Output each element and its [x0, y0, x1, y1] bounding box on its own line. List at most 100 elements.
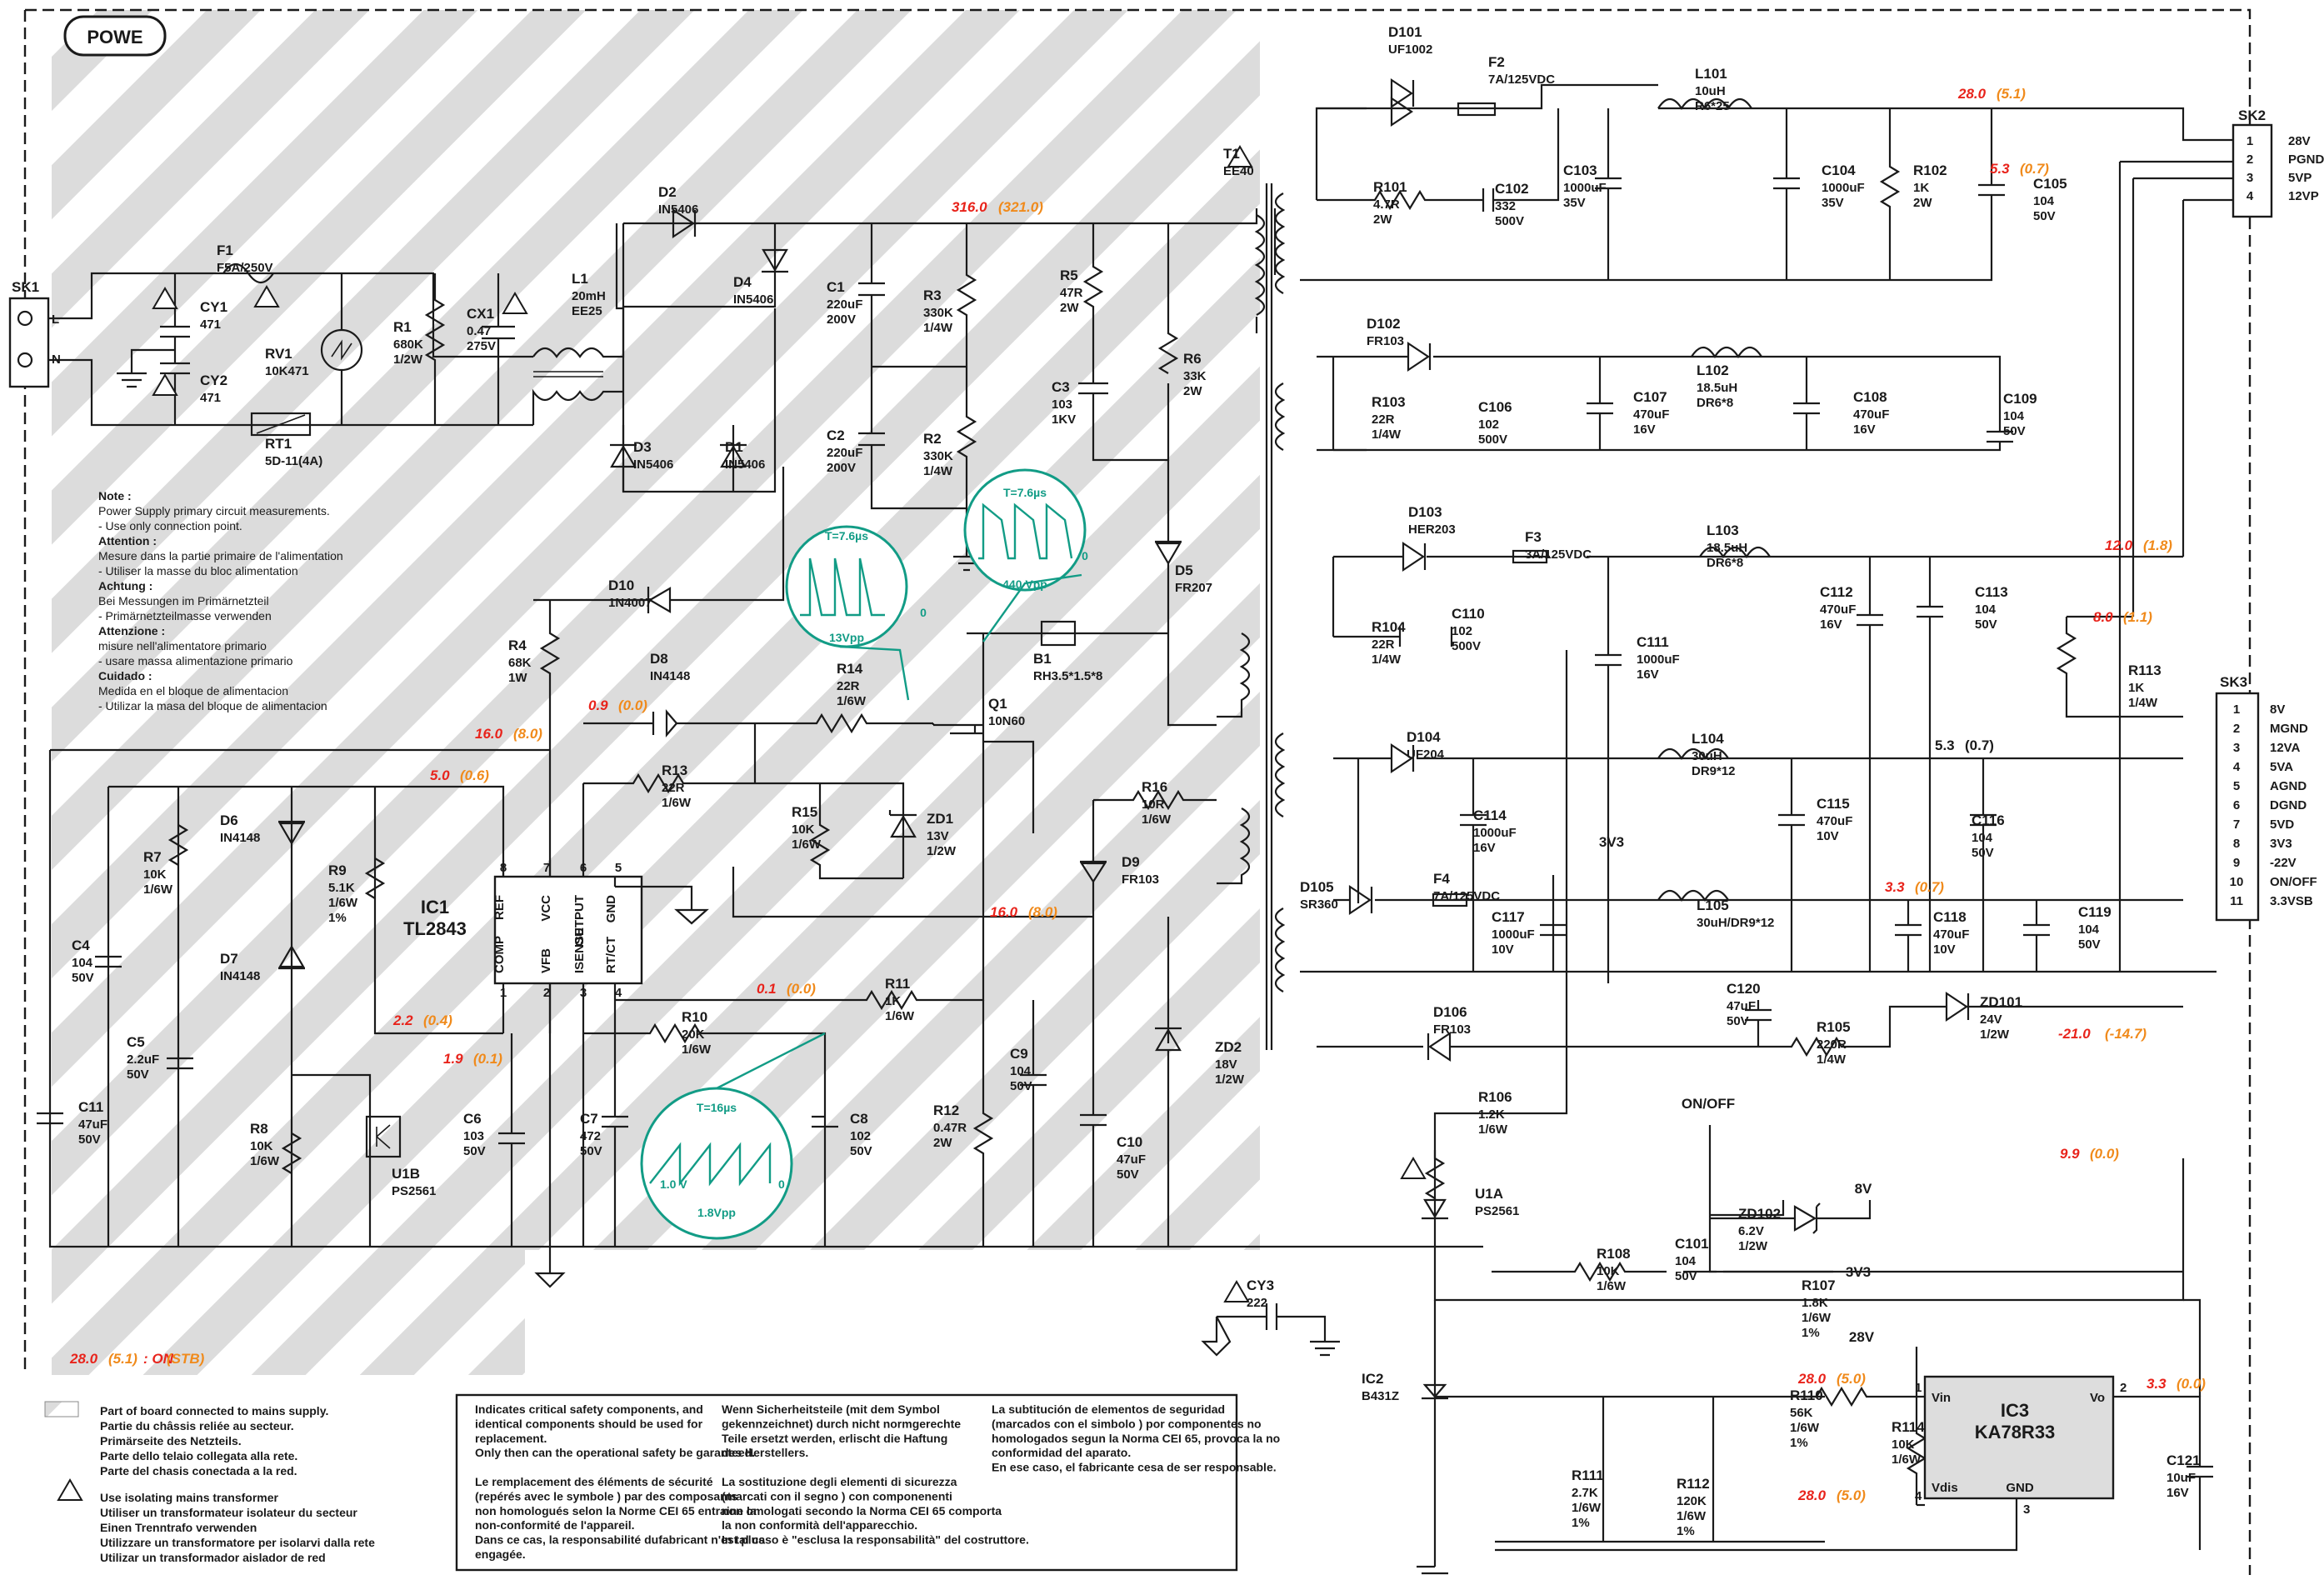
voltage-stb: (0.0) — [2177, 1376, 2206, 1392]
sk3-pin-number: 5 — [2233, 779, 2240, 793]
component-value: 2W — [1373, 212, 1392, 227]
component-value: 10uH — [1695, 84, 1726, 98]
component-value: 472 — [580, 1129, 601, 1143]
component-value: 1/4W — [923, 321, 953, 335]
sk2-pin-number: 4 — [2247, 189, 2254, 203]
voltage-stb: (0.0) — [787, 981, 816, 997]
legend-stb-label: (STB) — [167, 1351, 205, 1367]
sk3-body — [2215, 692, 2260, 922]
component-value: 470uF — [1633, 408, 1669, 422]
voltage-on: 1.9 — [443, 1051, 463, 1067]
component-ref: U1B — [392, 1166, 420, 1182]
component-ref: Q1 — [988, 696, 1007, 712]
component-value: 10V — [1933, 942, 1956, 957]
note-line: Mesure dans la partie primaire de l'alim… — [98, 549, 343, 562]
voltage-reading: 2.2(0.4) — [392, 1012, 452, 1028]
component-value: 500V — [1478, 432, 1507, 447]
waveform-amplitude: 13Vpp — [829, 631, 864, 644]
component-value: IN4148 — [650, 669, 690, 683]
component-value: PS2561 — [392, 1184, 436, 1198]
waveform-level: 1.0 V — [660, 1178, 687, 1191]
component-ref: CY1 — [200, 299, 227, 315]
voltage-reading: -21.0(-14.7) — [2058, 1026, 2147, 1042]
note-line: - Utiliser la masse du bloc alimentation — [98, 564, 298, 578]
component-value: DR6*8 — [1707, 556, 1743, 570]
voltage-on: 9.9 — [2060, 1146, 2080, 1162]
sk3-pin-label: 8V — [2270, 702, 2285, 717]
sk2-pin-number: 1 — [2247, 134, 2253, 148]
component-value: HER203 — [1408, 522, 1456, 537]
voltage-stb: (0.1) — [473, 1051, 502, 1067]
component-value: 2W — [1913, 196, 1932, 210]
component-value: IN4148 — [220, 969, 260, 983]
component-ref: R6 — [1183, 351, 1202, 367]
component-value: 30uH — [1692, 749, 1722, 763]
safety-col1-line: replacement. — [475, 1432, 547, 1445]
component-ref: C119 — [2078, 904, 2112, 920]
waveform-zero: 0 — [1082, 549, 1088, 562]
sk3-ref: SK3 — [2220, 674, 2247, 690]
safety-col2-line: non omologati secondo la Norma CEI 65 co… — [722, 1504, 1002, 1518]
component-value: 103 — [463, 1129, 484, 1143]
ic3-pin-vo: Vo — [2090, 1391, 2105, 1405]
safety-col1-line: Dans ce cas, la responsabilité dufabrica… — [475, 1533, 765, 1547]
component-ref: B1 — [1033, 651, 1052, 667]
component-value: 470uF — [1820, 602, 1856, 617]
component-value: 1/2W — [393, 352, 423, 367]
component-ref: R106 — [1478, 1089, 1512, 1105]
voltage-reading: 8.0(1.1) — [2093, 609, 2152, 625]
component-value: 22R — [662, 781, 685, 795]
component-value: 1W — [508, 671, 527, 685]
component-ref: D7 — [220, 951, 238, 967]
component-ref: D10 — [608, 578, 634, 593]
note-line: - Use only connection point. — [98, 519, 242, 532]
component-value: 16V — [1820, 618, 1842, 632]
voltage-on: 8.0 — [2093, 609, 2113, 625]
component-ref: R16 — [1142, 779, 1167, 795]
component-value: 13V — [927, 829, 949, 843]
component-value: 50V — [580, 1144, 602, 1158]
component-ref: R114 — [1892, 1419, 1925, 1435]
component-ref: F4 — [1433, 871, 1450, 887]
component-ref: F1 — [217, 242, 233, 258]
voltage-readings: 316.0(321.0)16.0(8.0)0.9(0.0)5.0(0.6)2.2… — [392, 86, 2206, 1503]
component-ref: R102 — [1913, 162, 1947, 178]
safety-col2-line: La sostituzione degli elementi di sicure… — [722, 1475, 957, 1488]
component-value: 1% — [1790, 1436, 1808, 1450]
component-value: 1% — [328, 911, 347, 925]
component-ref: R11 — [885, 976, 910, 992]
component-value: 47uF — [78, 1118, 107, 1132]
component-ref: C7 — [580, 1111, 598, 1127]
component-value: 16V — [1633, 422, 1656, 437]
component-ref: L105 — [1697, 898, 1729, 913]
legend-on-value: 28.0 — [69, 1351, 98, 1367]
voltage-on: 2.2 — [392, 1012, 413, 1028]
component-ref: C104 — [1822, 162, 1856, 178]
component-value: 50V — [2033, 209, 2056, 223]
